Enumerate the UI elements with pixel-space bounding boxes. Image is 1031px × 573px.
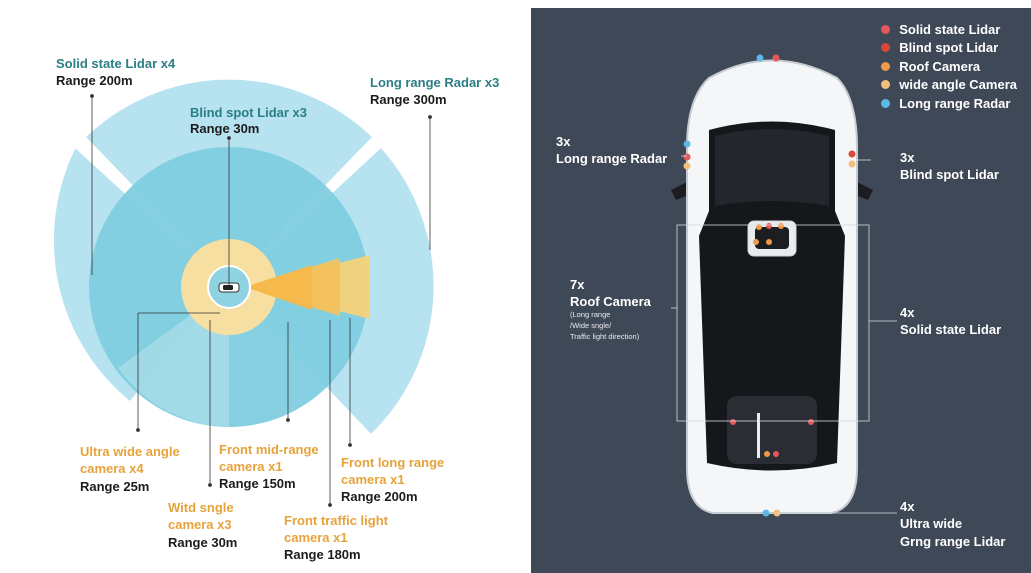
roof-camera-dot-5 [766, 239, 772, 245]
roof-camera-dot-1 [756, 224, 762, 230]
traffic-light-label-line2: camera x1 [284, 530, 348, 545]
glass-roof [699, 121, 845, 471]
radar-dot-rear [762, 509, 770, 517]
coverage-diagram-panel: Solid state Lidar x4 Range 200m Blind sp… [50, 56, 500, 562]
solid-count: 4x [900, 305, 915, 320]
solid-state-lidar-title: Solid state Lidar x4 [56, 56, 176, 71]
blind-name: Blind spot Lidar [900, 167, 999, 182]
lidar-dot-front [772, 54, 780, 62]
legend-label: Long range Radar [899, 95, 1011, 111]
front-mid-range: Range 150m [219, 476, 296, 491]
roof-camera-dot-icon [881, 61, 891, 71]
legend-item: Solid state Lidar [881, 20, 1017, 39]
camera-dot-right [848, 160, 856, 168]
roof-sensor-lens [755, 227, 789, 249]
rear-lidar-dot-right [808, 419, 814, 425]
car-top-view [671, 54, 897, 517]
radar-dot-left [683, 140, 691, 148]
sensor-layout-panel: Solid state Lidar Blind spot Lidar Roof … [531, 8, 1031, 573]
ultra-line1: Ultra wide [900, 516, 963, 531]
legend-label: Solid state Lidar [899, 21, 1001, 37]
roof-name: Roof Camera [570, 294, 651, 309]
wide-angle-label-line1: Witd sngle [168, 500, 234, 515]
rear-lidar-dot-left [730, 419, 736, 425]
wide-angle-label-line2: camera x3 [168, 517, 232, 532]
ultra-wide-label-line2: camera x4 [80, 461, 144, 476]
legend-label: wide angle Camera [899, 77, 1017, 93]
sensor-legend: Solid state Lidar Blind spot Lidar Roof … [881, 20, 1017, 113]
roof-camera-dot-3 [778, 223, 784, 229]
traffic-light-label-line1: Front traffic light [284, 513, 388, 528]
front-mid-range-cone [245, 265, 312, 310]
roof-sub-2: /Wide sngle/ [570, 321, 612, 330]
front-long-label-line1: Front long range [341, 455, 445, 470]
front-long-range: Range 200m [341, 489, 418, 504]
roof-camera-dot-4 [753, 239, 759, 245]
roof-count: 7x [570, 277, 585, 292]
front-mid-label-line2: camera x1 [219, 459, 283, 474]
car-icon-roof [223, 285, 233, 290]
ultra-line2: Grng range Lidar [900, 534, 1006, 549]
legend-item: Long range Radar [881, 94, 1017, 113]
blind-lidar-dot-right [848, 150, 856, 158]
leader-lines [90, 94, 432, 507]
legend-label: Blind spot Lidar [899, 40, 999, 56]
long-range-radar-range: Range 300m [370, 92, 447, 107]
right-leader-lines [671, 155, 897, 514]
roof-camera-dot-2 [766, 223, 772, 229]
solid-state-lidar-range: Range 200m [56, 73, 133, 88]
radar-count: 3x [556, 134, 571, 149]
legend-label: Roof Camera [899, 58, 981, 74]
radar-name: Long range Radar [556, 151, 668, 166]
blind-spot-lidar-range: Range 30m [190, 121, 260, 136]
blind-count: 3x [900, 150, 915, 165]
legend-item: Roof Camera [881, 57, 1017, 76]
solid-name: Solid state Lidar [900, 322, 1002, 337]
ultra-count: 4x [900, 499, 915, 514]
rear-camera-dot [764, 451, 770, 457]
windshield [715, 129, 829, 206]
front-mid-label-line1: Front mid-range [219, 442, 319, 457]
solid-state-lidar-dot-icon [881, 24, 891, 34]
legend-item: wide angle Camera [881, 76, 1017, 95]
radar-dot-front-left [756, 54, 764, 62]
blind-spot-lidar-dot-icon [881, 43, 891, 53]
legend-item: Blind spot Lidar [881, 39, 1017, 58]
long-range-radar-title: Long range Radar x3 [370, 75, 500, 90]
roof-sub-3: Traffic light direction) [570, 332, 640, 341]
ultra-wide-range: Range 25m [80, 479, 150, 494]
coverage-diagram [50, 76, 437, 507]
traffic-light-range: Range 180m [284, 547, 361, 562]
rear-antenna [757, 413, 760, 458]
wide-angle-range: Range 30m [168, 535, 238, 550]
roof-sub-1: (Long range [570, 310, 611, 319]
front-long-label-line2: camera x1 [341, 472, 405, 487]
ultra-wide-label-line1: Ultra wide angle [80, 444, 180, 459]
rear-lidar-dot-center [773, 451, 779, 457]
wide-angle-camera-dot-icon [881, 80, 891, 90]
blind-spot-lidar-title: Blind spot Lidar x3 [190, 105, 308, 120]
long-range-radar-dot-icon [881, 98, 891, 108]
camera-dot-left [683, 162, 691, 170]
rear-window [727, 396, 817, 464]
lidar-dot-left [683, 153, 691, 161]
